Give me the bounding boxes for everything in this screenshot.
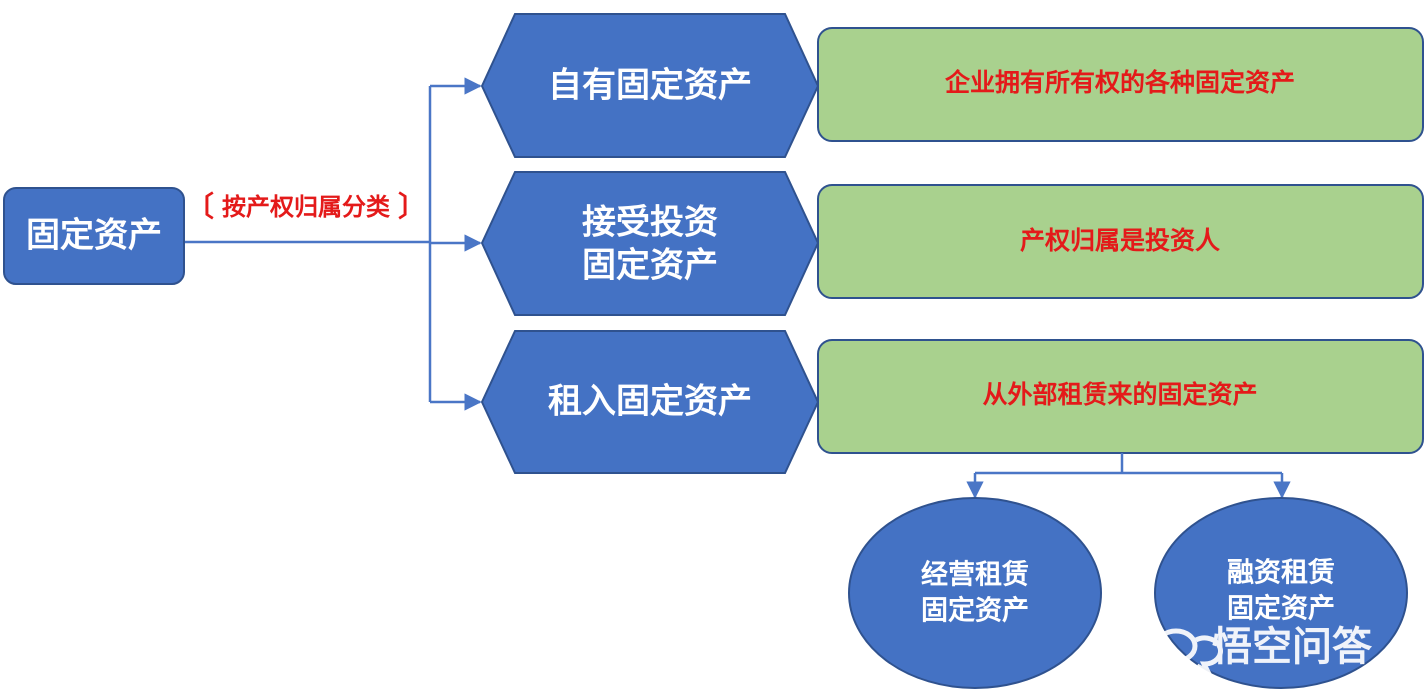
category-hexagon-2: 接受投资 固定资产 xyxy=(480,171,820,316)
category-hexagon-1: 自有固定资产 xyxy=(480,13,820,158)
chat-bubbles-icon xyxy=(1154,628,1223,679)
category-2-label-line2: 固定资产 xyxy=(582,246,718,286)
lease-type-1-line1: 经营租赁 xyxy=(921,559,1029,591)
root-label: 固定资产 xyxy=(26,216,162,256)
lease-type-1-line2: 固定资产 xyxy=(921,595,1029,627)
description-box-2: 产权归属是投资人 xyxy=(817,184,1424,299)
category-hexagon-3: 租入固定资产 xyxy=(480,330,820,474)
watermark-text: 悟空问答 xyxy=(1212,624,1373,670)
lease-connectors xyxy=(966,453,1291,499)
category-2-label-line1: 接受投资 xyxy=(582,203,718,243)
lease-type-2-line2: 固定资产 xyxy=(1227,593,1335,625)
category-3-label: 租入固定资产 xyxy=(548,382,752,422)
category-1-label: 自有固定资产 xyxy=(548,66,752,106)
description-box-3: 从外部租赁来的固定资产 xyxy=(817,339,1424,454)
bracket-open: 〔 xyxy=(186,190,214,223)
description-3-text: 从外部租赁来的固定资产 xyxy=(982,380,1257,409)
classification-text: 按产权归属分类 xyxy=(222,193,391,221)
classification-label: 〔 按产权归属分类 〕 xyxy=(186,190,426,223)
lease-type-2-line1: 融资租赁 xyxy=(1227,558,1335,589)
watermark: 悟空问答 xyxy=(1154,624,1373,679)
lease-type-1: 经营租赁 固定资产 xyxy=(848,497,1102,689)
description-1-text: 企业拥有所有权的各种固定资产 xyxy=(945,68,1295,97)
root-connectors xyxy=(184,77,482,411)
description-2-text: 产权归属是投资人 xyxy=(1020,226,1220,255)
root-node: 固定资产 xyxy=(3,187,185,285)
description-box-1: 企业拥有所有权的各种固定资产 xyxy=(817,27,1424,142)
bracket-close: 〕 xyxy=(398,190,426,223)
